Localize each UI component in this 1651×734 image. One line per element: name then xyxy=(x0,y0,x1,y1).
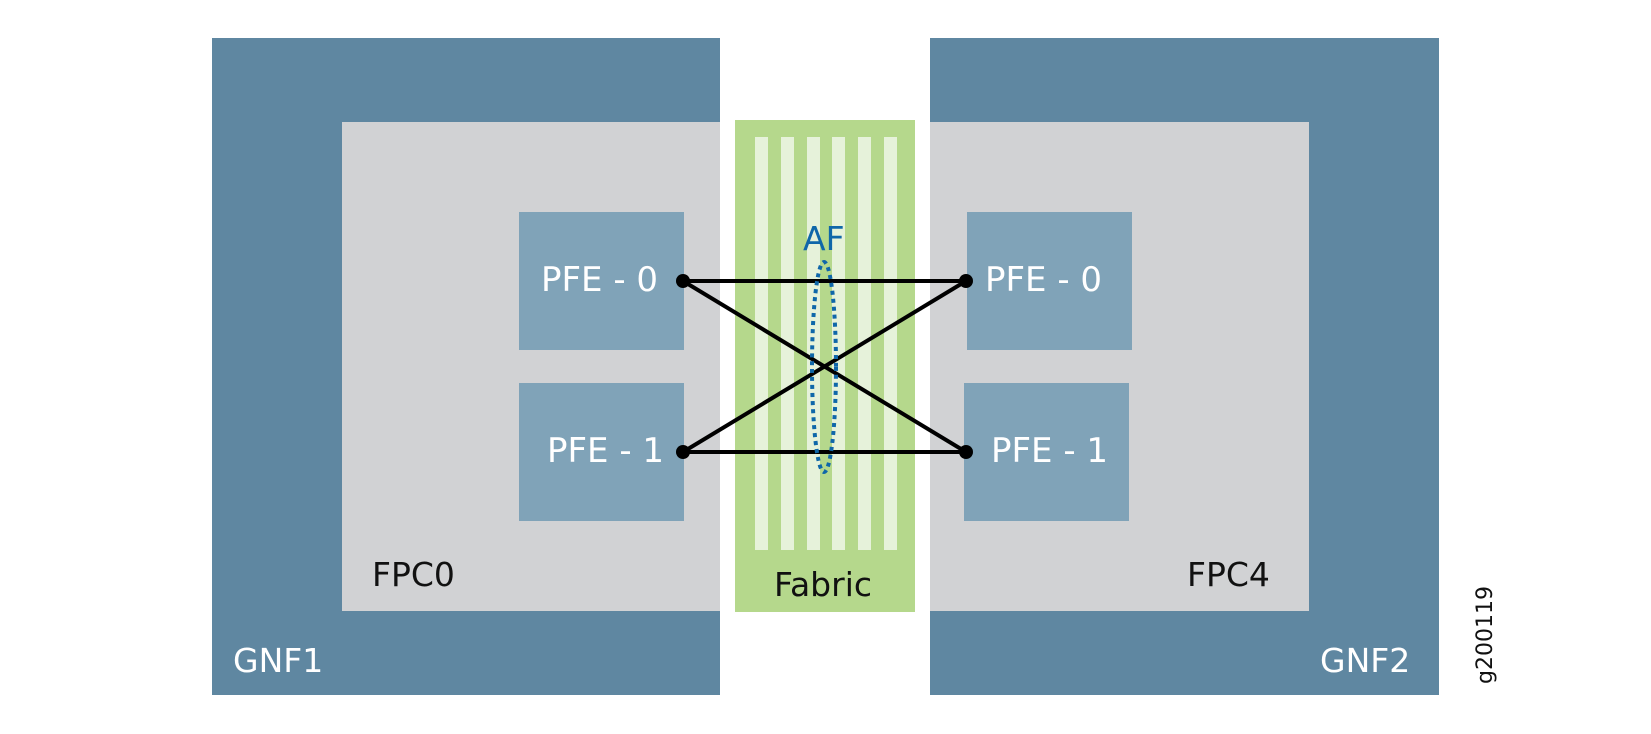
gnf1-label: GNF1 xyxy=(233,641,324,680)
gnf2-label: GNF2 xyxy=(1320,641,1411,680)
fpc0-label: FPC0 xyxy=(372,555,455,594)
af-aggregated-fabric-ellipse xyxy=(810,260,838,474)
pfe-link xyxy=(681,279,968,454)
fpc4-label: FPC4 xyxy=(1187,555,1270,594)
link-endpoint-dot xyxy=(676,274,690,288)
af-label: AF xyxy=(803,219,845,258)
fpc4-box xyxy=(930,122,1309,611)
right-pfe0-box xyxy=(967,212,1132,350)
left-pfe0-label: PFE - 0 xyxy=(541,260,659,300)
fabric-stripe xyxy=(755,137,768,550)
fabric-stripe xyxy=(832,137,846,550)
right-pfe1-box xyxy=(964,383,1129,521)
left-pfe1-box xyxy=(519,383,684,521)
left-pfe0-box xyxy=(519,212,684,350)
link-endpoint-dot xyxy=(959,445,973,459)
fabric-label: Fabric xyxy=(774,565,873,604)
fabric-stripe xyxy=(884,137,897,550)
right-pfe1-label: PFE - 1 xyxy=(991,431,1109,471)
link-endpoint-dot xyxy=(676,445,690,459)
left-pfe1-label: PFE - 1 xyxy=(547,431,665,471)
right-pfe0-label: PFE - 0 xyxy=(985,260,1103,300)
fabric-stripe xyxy=(806,137,820,550)
pfe-link-endpoints xyxy=(676,274,973,459)
link-endpoint-dot xyxy=(959,274,973,288)
fpc0-box xyxy=(342,122,720,611)
links-group xyxy=(681,279,968,454)
